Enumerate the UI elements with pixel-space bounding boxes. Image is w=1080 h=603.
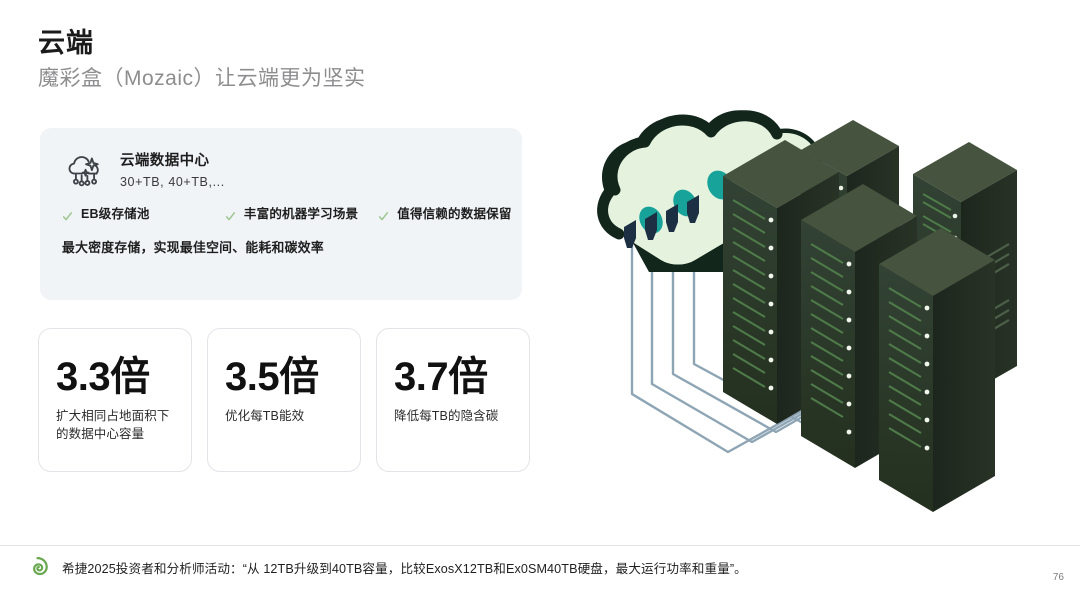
- slide-footer: 希捷2025投资者和分析师活动：“从 12TB升级到40TB容量，比较ExosX…: [26, 556, 747, 579]
- bullet-label: EB级存储池: [81, 207, 150, 221]
- cloud-datacenter-panel: 云端数据中心 30+TB, 40+TB,... EB级存储池 丰富的机器学习场景: [40, 128, 522, 300]
- cable-connector-group: [624, 195, 699, 248]
- bullet-item: 值得信赖的数据保留: [378, 206, 522, 223]
- bullet-item: EB级存储池: [62, 206, 225, 223]
- panel-footnote: 最大密度存储，实现最佳空间、能耗和碳效率: [62, 239, 324, 255]
- server-rack: [879, 228, 995, 512]
- panel-header-text: 云端数据中心 30+TB, 40+TB,...: [120, 148, 225, 190]
- stat-value: 3.5倍: [225, 355, 319, 399]
- stat-description: 优化每TB能效: [225, 409, 305, 423]
- cloud-to-server-racks-illustration: [545, 72, 1065, 542]
- page-title: 云端: [38, 28, 94, 58]
- check-icon: [378, 209, 389, 221]
- footer-divider: [0, 545, 1080, 546]
- footer-note: 希捷2025投资者和分析师活动：“从 12TB升级到40TB容量，比较ExosX…: [62, 562, 747, 576]
- stat-value: 3.7倍: [394, 355, 488, 399]
- panel-header: 云端数据中心 30+TB, 40+TB,...: [40, 128, 522, 196]
- bullet-list: EB级存储池 丰富的机器学习场景 值得信赖的数据保留: [40, 196, 522, 223]
- stat-card: 3.3倍 扩大相同占地面积下的数据中心容量: [38, 328, 192, 472]
- stat-card: 3.5倍 优化每TB能效: [207, 328, 361, 472]
- stat-value: 3.3倍: [56, 355, 150, 399]
- stat-card-group: 3.3倍 扩大相同占地面积下的数据中心容量 3.5倍 优化每TB能效 3.7倍 …: [38, 328, 530, 472]
- panel-capacity-label: 30+TB, 40+TB,...: [120, 175, 225, 190]
- stat-description: 扩大相同占地面积下的数据中心容量: [56, 409, 170, 442]
- bullet-item: 丰富的机器学习场景: [225, 206, 378, 223]
- bullet-label: 丰富的机器学习场景: [243, 207, 359, 221]
- page-subtitle: 魔彩盒（Mozaic）让云端更为坚实: [38, 67, 366, 91]
- check-icon: [225, 209, 236, 221]
- stat-card: 3.7倍 降低每TB的隐含碳: [376, 328, 530, 472]
- stat-description: 降低每TB的隐含碳: [394, 409, 499, 423]
- rack-leds: [768, 217, 774, 391]
- bullet-label: 值得信赖的数据保留: [397, 207, 512, 221]
- page-number: 76: [1052, 572, 1064, 583]
- slide-header: 云端 魔彩盒（Mozaic）让云端更为坚实: [38, 28, 598, 91]
- seagate-spiral-logo: [26, 556, 49, 579]
- rack-slots: [732, 199, 766, 388]
- check-icon: [62, 209, 73, 221]
- cloud-ai-icon: [62, 150, 108, 196]
- panel-title: 云端数据中心: [120, 153, 210, 169]
